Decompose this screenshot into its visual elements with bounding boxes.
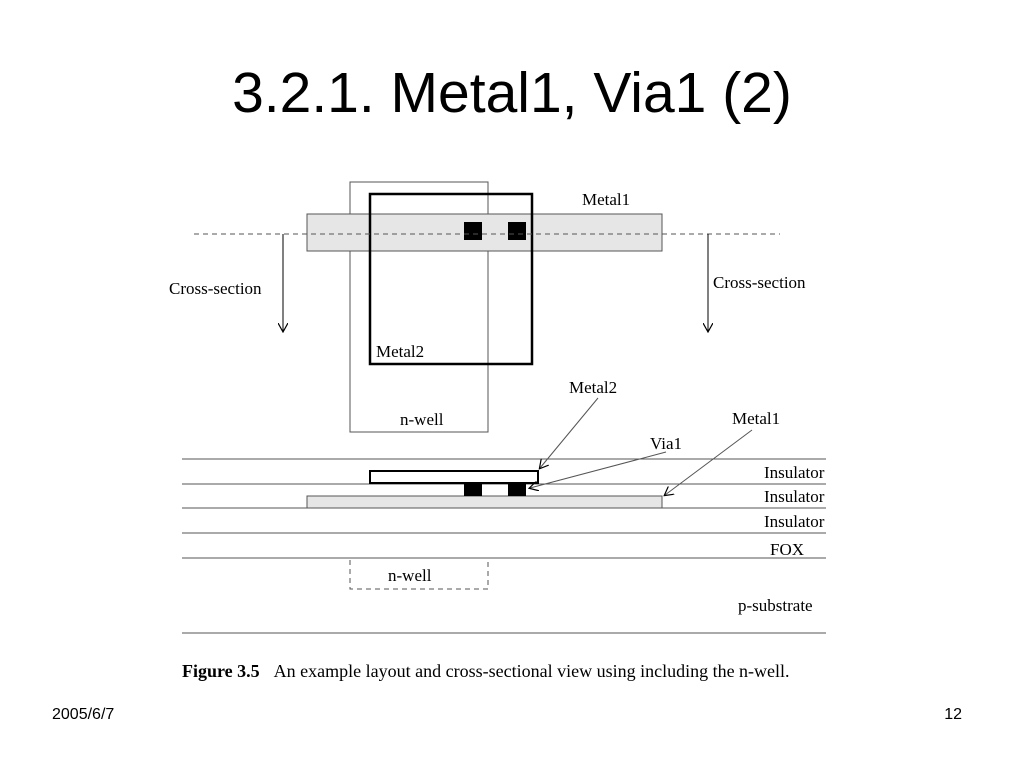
layer-label-insulator-3: Insulator (764, 512, 825, 531)
figure-caption: Figure 3.5 An example layout and cross-se… (182, 661, 790, 681)
section-via-left (464, 484, 482, 496)
layout-metal1-label: Metal1 (582, 190, 630, 209)
section-metal2-label: Metal2 (569, 378, 617, 397)
section-metal1-label: Metal1 (732, 409, 780, 428)
section-nwell-region (349, 560, 489, 590)
section-via-right (508, 484, 526, 496)
slide-date: 2005/6/7 (52, 706, 115, 723)
layout-metal2-label: Metal2 (376, 342, 424, 361)
layer-label-insulator-1: Insulator (764, 463, 825, 482)
layout-nwell-region (349, 181, 489, 433)
via1-callout-line (530, 451, 667, 488)
layout-view: Metal1 Metal2 n-well Cross-section Cross… (169, 181, 806, 433)
layout-via-right (508, 222, 526, 240)
section-metal2-layer (369, 470, 539, 484)
layout-via-left (464, 222, 482, 240)
cross-section-view: Metal2 Via1 Metal1 Insulator Insulator I… (182, 378, 826, 634)
cross-section-label-right: Cross-section (713, 273, 806, 292)
layout-metal2-box (368, 192, 534, 366)
section-nwell-label: n-well (388, 566, 432, 585)
figure-number: Figure 3.5 (182, 661, 260, 681)
layout-metal1-strip (306, 213, 663, 252)
metal1-callout-line (665, 429, 753, 495)
cross-section-label-left: Cross-section (169, 279, 262, 298)
layer-label-p-substrate: p-substrate (738, 596, 813, 615)
section-metal1-layer (306, 495, 663, 509)
layer-label-fox: FOX (770, 540, 804, 559)
slide-title: 3.2.1. Metal1, Via1 (2) (232, 61, 792, 125)
slide-page-number: 12 (944, 706, 962, 723)
layer-label-insulator-2: Insulator (764, 487, 825, 506)
layout-nwell-label: n-well (400, 410, 444, 429)
section-via1-label: Via1 (650, 434, 682, 453)
metal2-callout-line (540, 397, 599, 468)
figure-caption-text: An example layout and cross-sectional vi… (274, 661, 790, 681)
